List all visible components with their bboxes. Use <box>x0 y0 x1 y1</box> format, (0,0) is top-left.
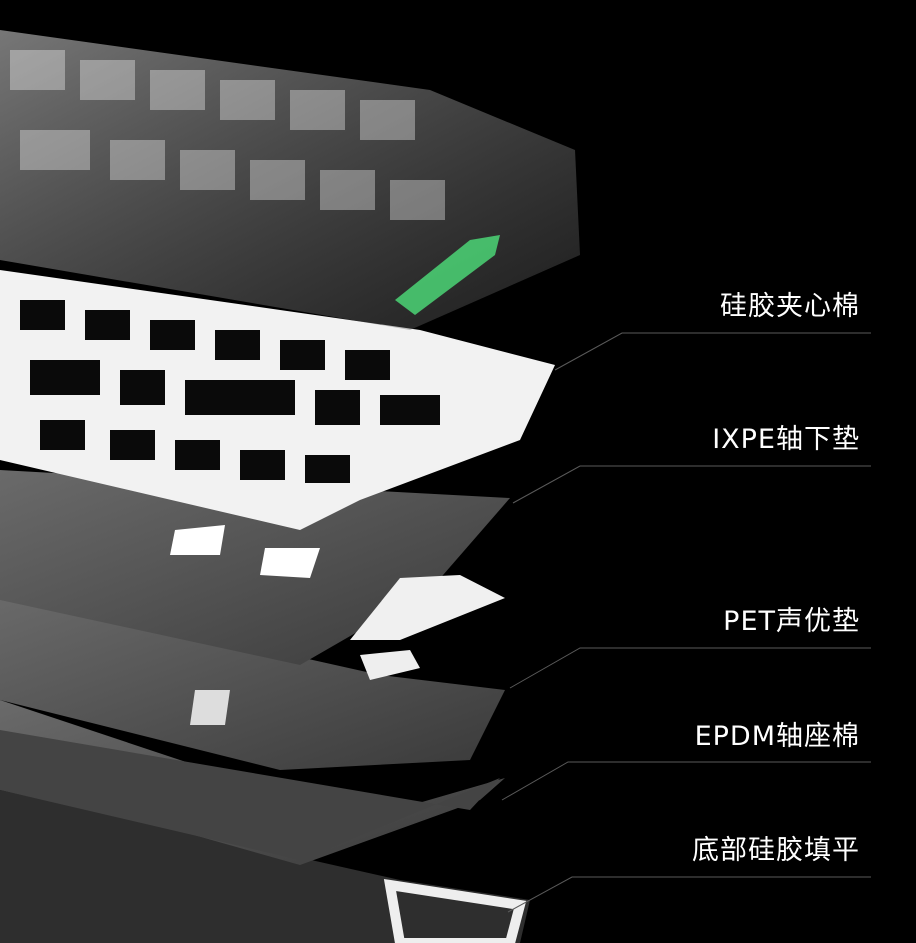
white-plate-layer <box>0 270 555 530</box>
label-ixpe-switch-pad: IXPE轴下垫 <box>712 424 860 455</box>
leader-line-5 <box>507 876 871 913</box>
label-epdm-switch-foam: EPDM轴座棉 <box>694 721 860 752</box>
leader-line-2 <box>512 465 871 504</box>
green-stabilizer <box>395 235 500 315</box>
label-pet-acoustic-pad: PET声优垫 <box>723 606 860 637</box>
bottom-silicone-layer <box>0 790 530 943</box>
leader-line-1 <box>554 332 871 371</box>
leader-line-4 <box>501 761 871 801</box>
label-silicone-sandwich-foam: 硅胶夹心棉 <box>720 291 860 322</box>
leader-line-3 <box>509 647 871 689</box>
ixpe-layer <box>0 470 510 665</box>
pet-layer <box>0 590 505 770</box>
label-bottom-silicone-fill: 底部硅胶填平 <box>692 835 860 866</box>
transparent-keycaps-layer <box>0 30 580 330</box>
epdm-layer <box>0 700 505 865</box>
